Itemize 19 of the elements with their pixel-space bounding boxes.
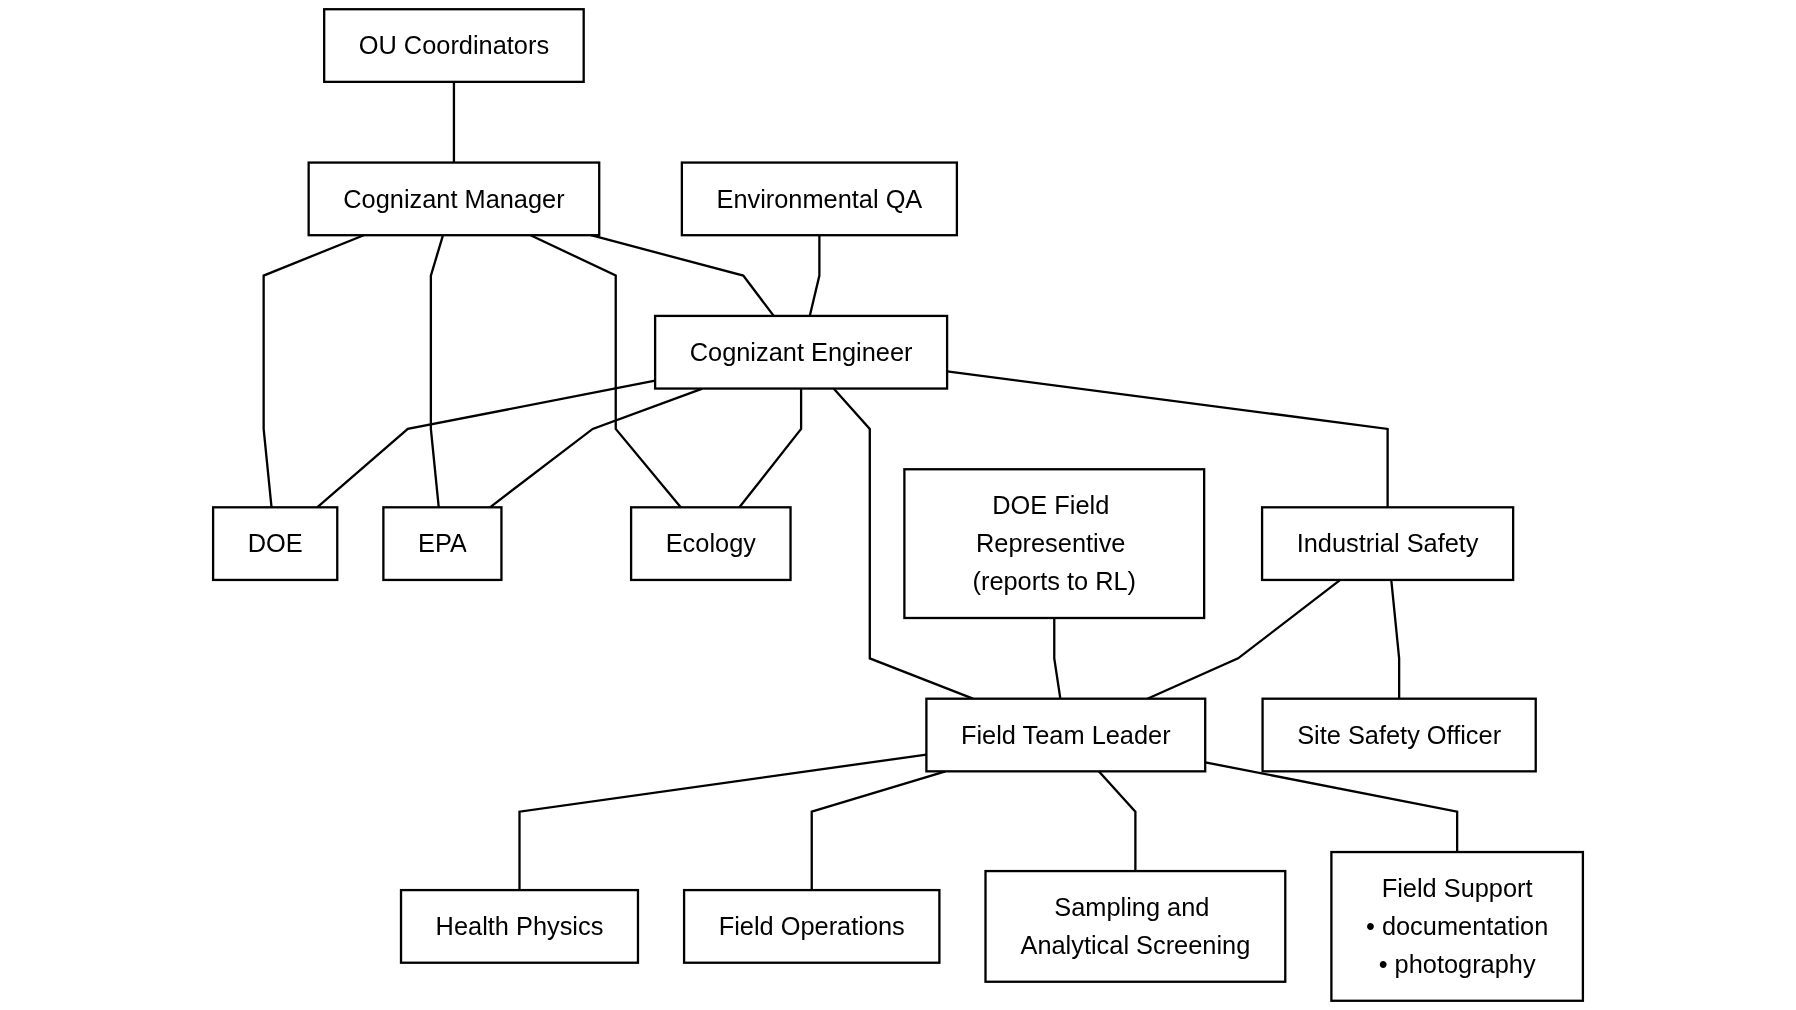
node-box: Field Support • documentation • photography: [1330, 850, 1585, 1002]
connector: [518, 753, 927, 891]
node-box: Site Safety Officer: [1261, 697, 1537, 773]
node-box: Field Team Leader: [925, 697, 1207, 773]
node-box: Environmental QA: [680, 161, 959, 237]
node-box: OU Coordinators: [323, 8, 585, 83]
connector: [1053, 618, 1062, 699]
node-box: DOE Field Representive (reports to RL): [903, 468, 1206, 620]
node-box: DOE: [211, 506, 339, 582]
node-box: Cognizant Manager: [307, 161, 601, 237]
node-box: Sampling and Analytical Screening: [984, 869, 1287, 983]
node-box: Cognizant Engineer: [653, 314, 949, 390]
node-box: Field Operations: [682, 888, 941, 964]
node-box: Health Physics: [399, 888, 640, 964]
node-box: EPA: [382, 506, 503, 582]
connector: [1390, 579, 1401, 699]
connector: [452, 81, 456, 163]
node-box: Ecology: [629, 506, 792, 582]
node-box: Industrial Safety: [1260, 506, 1515, 582]
